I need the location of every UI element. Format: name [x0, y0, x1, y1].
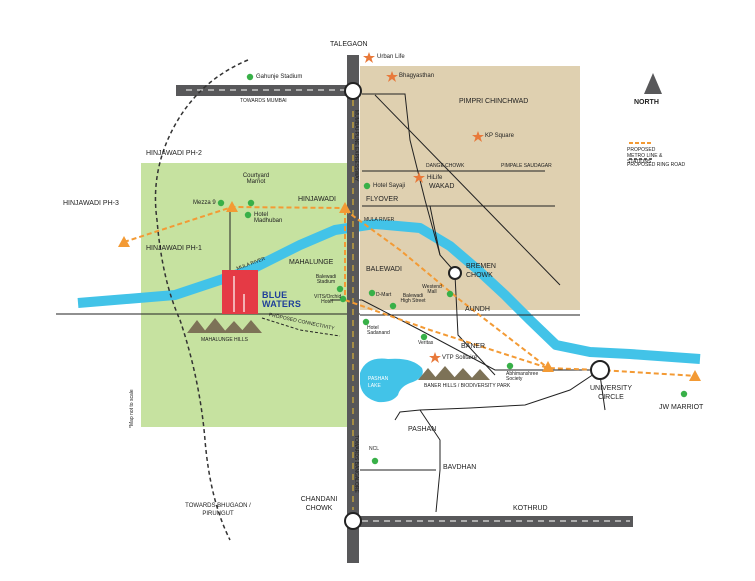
mula-river: [77, 219, 701, 364]
label-bavdhan: BAVDHAN: [443, 464, 477, 471]
dot-sayaji: [363, 182, 371, 190]
metro-station-hinjawadi: [226, 201, 238, 212]
label-vits: VITS/Orchid Hotel: [314, 294, 342, 305]
north-arrow-icon: [644, 73, 662, 94]
pashan-lake: [360, 358, 423, 403]
legend-ring: PROPOSED RING ROAD: [627, 162, 686, 168]
label-north: NORTH: [634, 99, 659, 106]
dot-balewadi-stadium: [336, 285, 344, 293]
dot-sadanand: [362, 318, 370, 326]
label-flyover: FLYOVER: [366, 196, 399, 203]
dot-dmart: [368, 289, 376, 297]
dot-madhuban: [244, 211, 252, 219]
label-baner: BANER: [461, 343, 486, 350]
label-gahunje: Gahunje Stadium: [256, 74, 303, 80]
map-note: *Map not to scale: [129, 389, 135, 428]
label-abhimanshree: Abhimanshree Society: [506, 371, 539, 382]
metro-station-flyover: [339, 202, 351, 213]
label-chandani-chowk: CHANDANI CHOWK: [300, 496, 338, 513]
label-urban-life: Urban Life: [377, 54, 405, 60]
label-hilife: HiLife: [427, 175, 443, 181]
chandani-chowk-junction: [344, 512, 362, 530]
label-mahalunge: MAHALUNGE: [289, 259, 334, 266]
label-mahalunge-hills: MAHALUNGE HILLS: [201, 337, 248, 343]
label-hinjawadi-ph1: HINJAWADI PH-1: [146, 245, 202, 252]
label-aundh: AUNDH: [465, 306, 490, 313]
dot-ncl: [371, 457, 379, 465]
label-veritas: Veritas: [418, 340, 434, 346]
label-blue-waters: BLUE WATERS: [262, 290, 302, 310]
label-pimple-saudagar: PIMPALE SAUDAGAR: [501, 163, 552, 169]
star-urban-life: [363, 52, 375, 63]
label-dmart: D-Mart: [376, 292, 392, 298]
label-pashan: PASHAN: [408, 426, 437, 433]
label-towards-bangalore: TOWARDS BANGALORE: [353, 435, 359, 493]
label-mula-river-top: MULA RIVER: [364, 217, 395, 223]
bremen-chowk-junction: [448, 266, 462, 280]
label-courtyard: Courtyard Marriot: [242, 173, 270, 185]
legend-metro: PROPOSED METRO LINE & STATIONS: [627, 147, 663, 165]
metro-station-baner: [542, 361, 554, 372]
dot-mezza: [217, 199, 225, 207]
star-kp-square: [472, 131, 484, 142]
label-balewadi: BALEWADI: [366, 266, 402, 273]
star-vtp: [429, 352, 441, 363]
label-balewadi-hs: Balewadi High Street: [400, 293, 426, 304]
label-towards-bhugaon: TOWARDS BHUGAON / PIRUNGUT: [185, 503, 251, 517]
dot-gahunje: [246, 73, 254, 81]
blue-waters-project: [222, 270, 258, 314]
label-hinjawadi: HINJAWADI: [298, 196, 336, 203]
star-bhagyasthan: [386, 71, 398, 82]
label-pashan-lake: PASHAN LAKE: [368, 376, 389, 389]
label-towards-mumbai: TOWARDS MUMBAI: [240, 98, 287, 104]
label-vtp: VTP Solitaire: [442, 355, 477, 361]
star-hilife: [413, 172, 425, 183]
label-baner-hills: BANER HILLS / BIODIVERSITY PARK: [424, 383, 511, 389]
dot-abhimanshree: [506, 362, 514, 370]
metro-station-hinjawadi-ph3: [118, 236, 130, 247]
dot-courtyard: [247, 199, 255, 207]
label-kp-square: KP Square: [485, 133, 514, 139]
label-hotel-sadanand: Hotel Sadanand: [367, 325, 390, 336]
proposed-ring-road: [154, 59, 249, 541]
talegaon-junction: [344, 82, 362, 100]
label-hinjawadi-ph2: HINJAWADI PH-2: [146, 150, 202, 157]
label-talegaon: TALEGAON: [330, 41, 368, 48]
label-university-circle: UNIVERSITY CIRCLE: [589, 385, 632, 402]
label-mezza: Mezza 9: [193, 200, 216, 206]
label-bhagyasthan: Bhagyasthan: [399, 73, 435, 79]
label-jw-marriot: JW MARRIOT: [659, 404, 704, 411]
label-bremen-chowk: BREMEN CHOWK: [466, 263, 496, 280]
label-westend: Westend Mall: [422, 284, 442, 295]
label-balewadi-stadium: Balewadi Stadium: [315, 274, 337, 285]
metro-station-east: [689, 370, 701, 381]
label-hotel-sayaji: Hotel Sayaji: [373, 183, 406, 189]
dot-westend: [446, 290, 454, 298]
label-kothrud: KOTHRUD: [513, 505, 548, 512]
label-wakad: WAKAD: [429, 183, 455, 190]
label-hotel-madhuban: Hotel Madhuban: [254, 212, 283, 224]
label-dange-chowk: DANGE CHOWK: [426, 163, 465, 169]
label-hinjawadi-ph3: HINJAWADI PH-3: [63, 200, 119, 207]
university-circle-junction: [590, 360, 610, 380]
mahalunge-hills: [187, 318, 262, 333]
dot-balewadi-hs: [389, 302, 397, 310]
dot-vits: [339, 295, 347, 303]
baner-hills: [418, 366, 490, 380]
dot-jw-marriot: [680, 390, 688, 398]
dot-veritas: [420, 333, 428, 341]
label-ncl: NCL: [369, 446, 380, 452]
label-expressway: MUMBAI-PUNE EXPRESSWAY: [353, 110, 359, 182]
label-pimpri: PIMPRI CHINCHWAD: [459, 98, 529, 105]
